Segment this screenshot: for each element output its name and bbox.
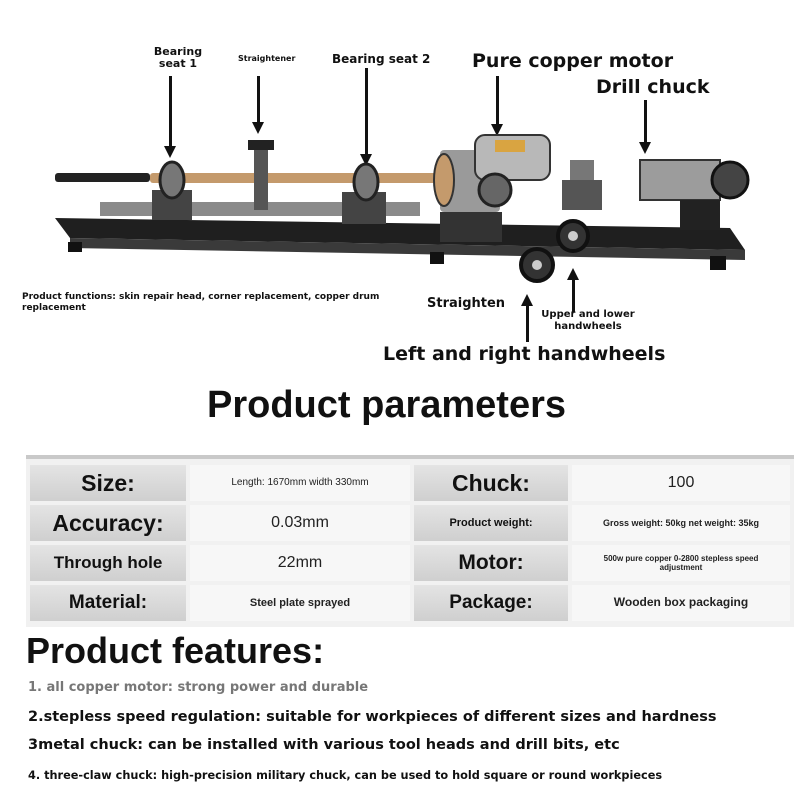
parameters-title: Product parameters [207, 384, 567, 426]
param-value: 0.03mm [190, 505, 410, 541]
param-value: Length: 1670mm width 330mm [190, 465, 410, 501]
param-label: Accuracy: [30, 505, 186, 541]
param-label: Chuck: [414, 465, 568, 501]
arrow-head-bearing-seat-1 [164, 146, 176, 158]
param-label: Size: [30, 465, 186, 501]
arrow-left-right [526, 304, 529, 342]
callout-upper-lower-handwheels: Upper and lower handwheels [541, 309, 635, 332]
arrow-bearing-seat-2 [365, 68, 368, 156]
left-right-handwheel-hub [532, 260, 542, 270]
callout-straighten: Straighten [427, 296, 506, 311]
arrow-straightener [257, 76, 260, 124]
param-value: 100 [572, 465, 790, 501]
feature-item-2: 2.stepless speed regulation: suitable fo… [28, 709, 717, 725]
callout-bearing-seat-1: Bearing seat 1 [153, 45, 203, 71]
arrow-bearing-seat-1 [169, 76, 172, 148]
tool-holder [570, 160, 594, 180]
bearing-seat-1-wheel [158, 160, 186, 200]
foot-left [68, 242, 82, 252]
drill-chuck-handwheel [710, 160, 750, 200]
callout-drill-chuck: Drill chuck [596, 76, 710, 98]
param-label: Through hole [30, 545, 186, 581]
param-label: Product weight: [414, 505, 568, 541]
param-label: Motor: [414, 545, 568, 581]
param-value: 500w pure copper 0-2800 stepless speed a… [572, 545, 790, 581]
param-label: Material: [30, 585, 186, 621]
arrow-head-upper-lower [567, 268, 579, 280]
callout-left-right-handwheels: Left and right handwheels [383, 343, 666, 365]
base-plate-edge [70, 238, 745, 260]
upper-handwheel-hub [568, 231, 578, 241]
straightener-knob [248, 140, 274, 150]
param-label: Package: [414, 585, 568, 621]
arrow-head-straightener [252, 122, 264, 134]
motor-top [474, 134, 551, 181]
motor-stand [440, 212, 502, 242]
foot-mid [430, 252, 444, 264]
three-jaw-chuck [477, 172, 513, 208]
arrow-head-motor [491, 124, 503, 136]
bearing-seat-2-wheel [352, 162, 380, 202]
parameters-table: Size: Length: 1670mm width 330mm Chuck: … [26, 455, 794, 627]
foot-right [710, 256, 726, 270]
tool-post [562, 180, 602, 210]
feature-item-4: 4. three-claw chuck: high-precision mili… [28, 769, 663, 782]
lathe-machine-illustration [55, 134, 750, 283]
rod-back-end [55, 173, 150, 182]
straightener-post [254, 150, 268, 210]
param-value: Gross weight: 50kg net weight: 35kg [572, 505, 790, 541]
product-functions-note: Product functions: skin repair head, cor… [22, 292, 380, 313]
drill-chuck-base [680, 200, 720, 230]
motor-pulley [433, 153, 455, 207]
drill-chuck-head [639, 159, 721, 201]
arrow-drill-chuck [644, 100, 647, 144]
feature-item-3: 3metal chuck: can be installed with vari… [28, 737, 620, 753]
arrow-motor [496, 76, 499, 126]
param-value: Steel plate sprayed [190, 585, 410, 621]
callout-motor: Pure copper motor [472, 50, 674, 72]
param-value: 22mm [190, 545, 410, 581]
arrow-head-drill-chuck [639, 142, 651, 154]
wood-rod [150, 173, 450, 183]
motor-label [495, 140, 525, 152]
param-value: Wooden box packaging [572, 585, 790, 621]
arrow-upper-lower [572, 278, 575, 312]
callout-straightener: Straightener [238, 54, 296, 63]
callout-bearing-seat-2: Bearing seat 2 [332, 52, 431, 66]
features-title: Product features: [26, 630, 325, 671]
arrow-head-left-right [521, 294, 533, 306]
feature-item-1: 1. all copper motor: strong power and du… [28, 680, 369, 695]
